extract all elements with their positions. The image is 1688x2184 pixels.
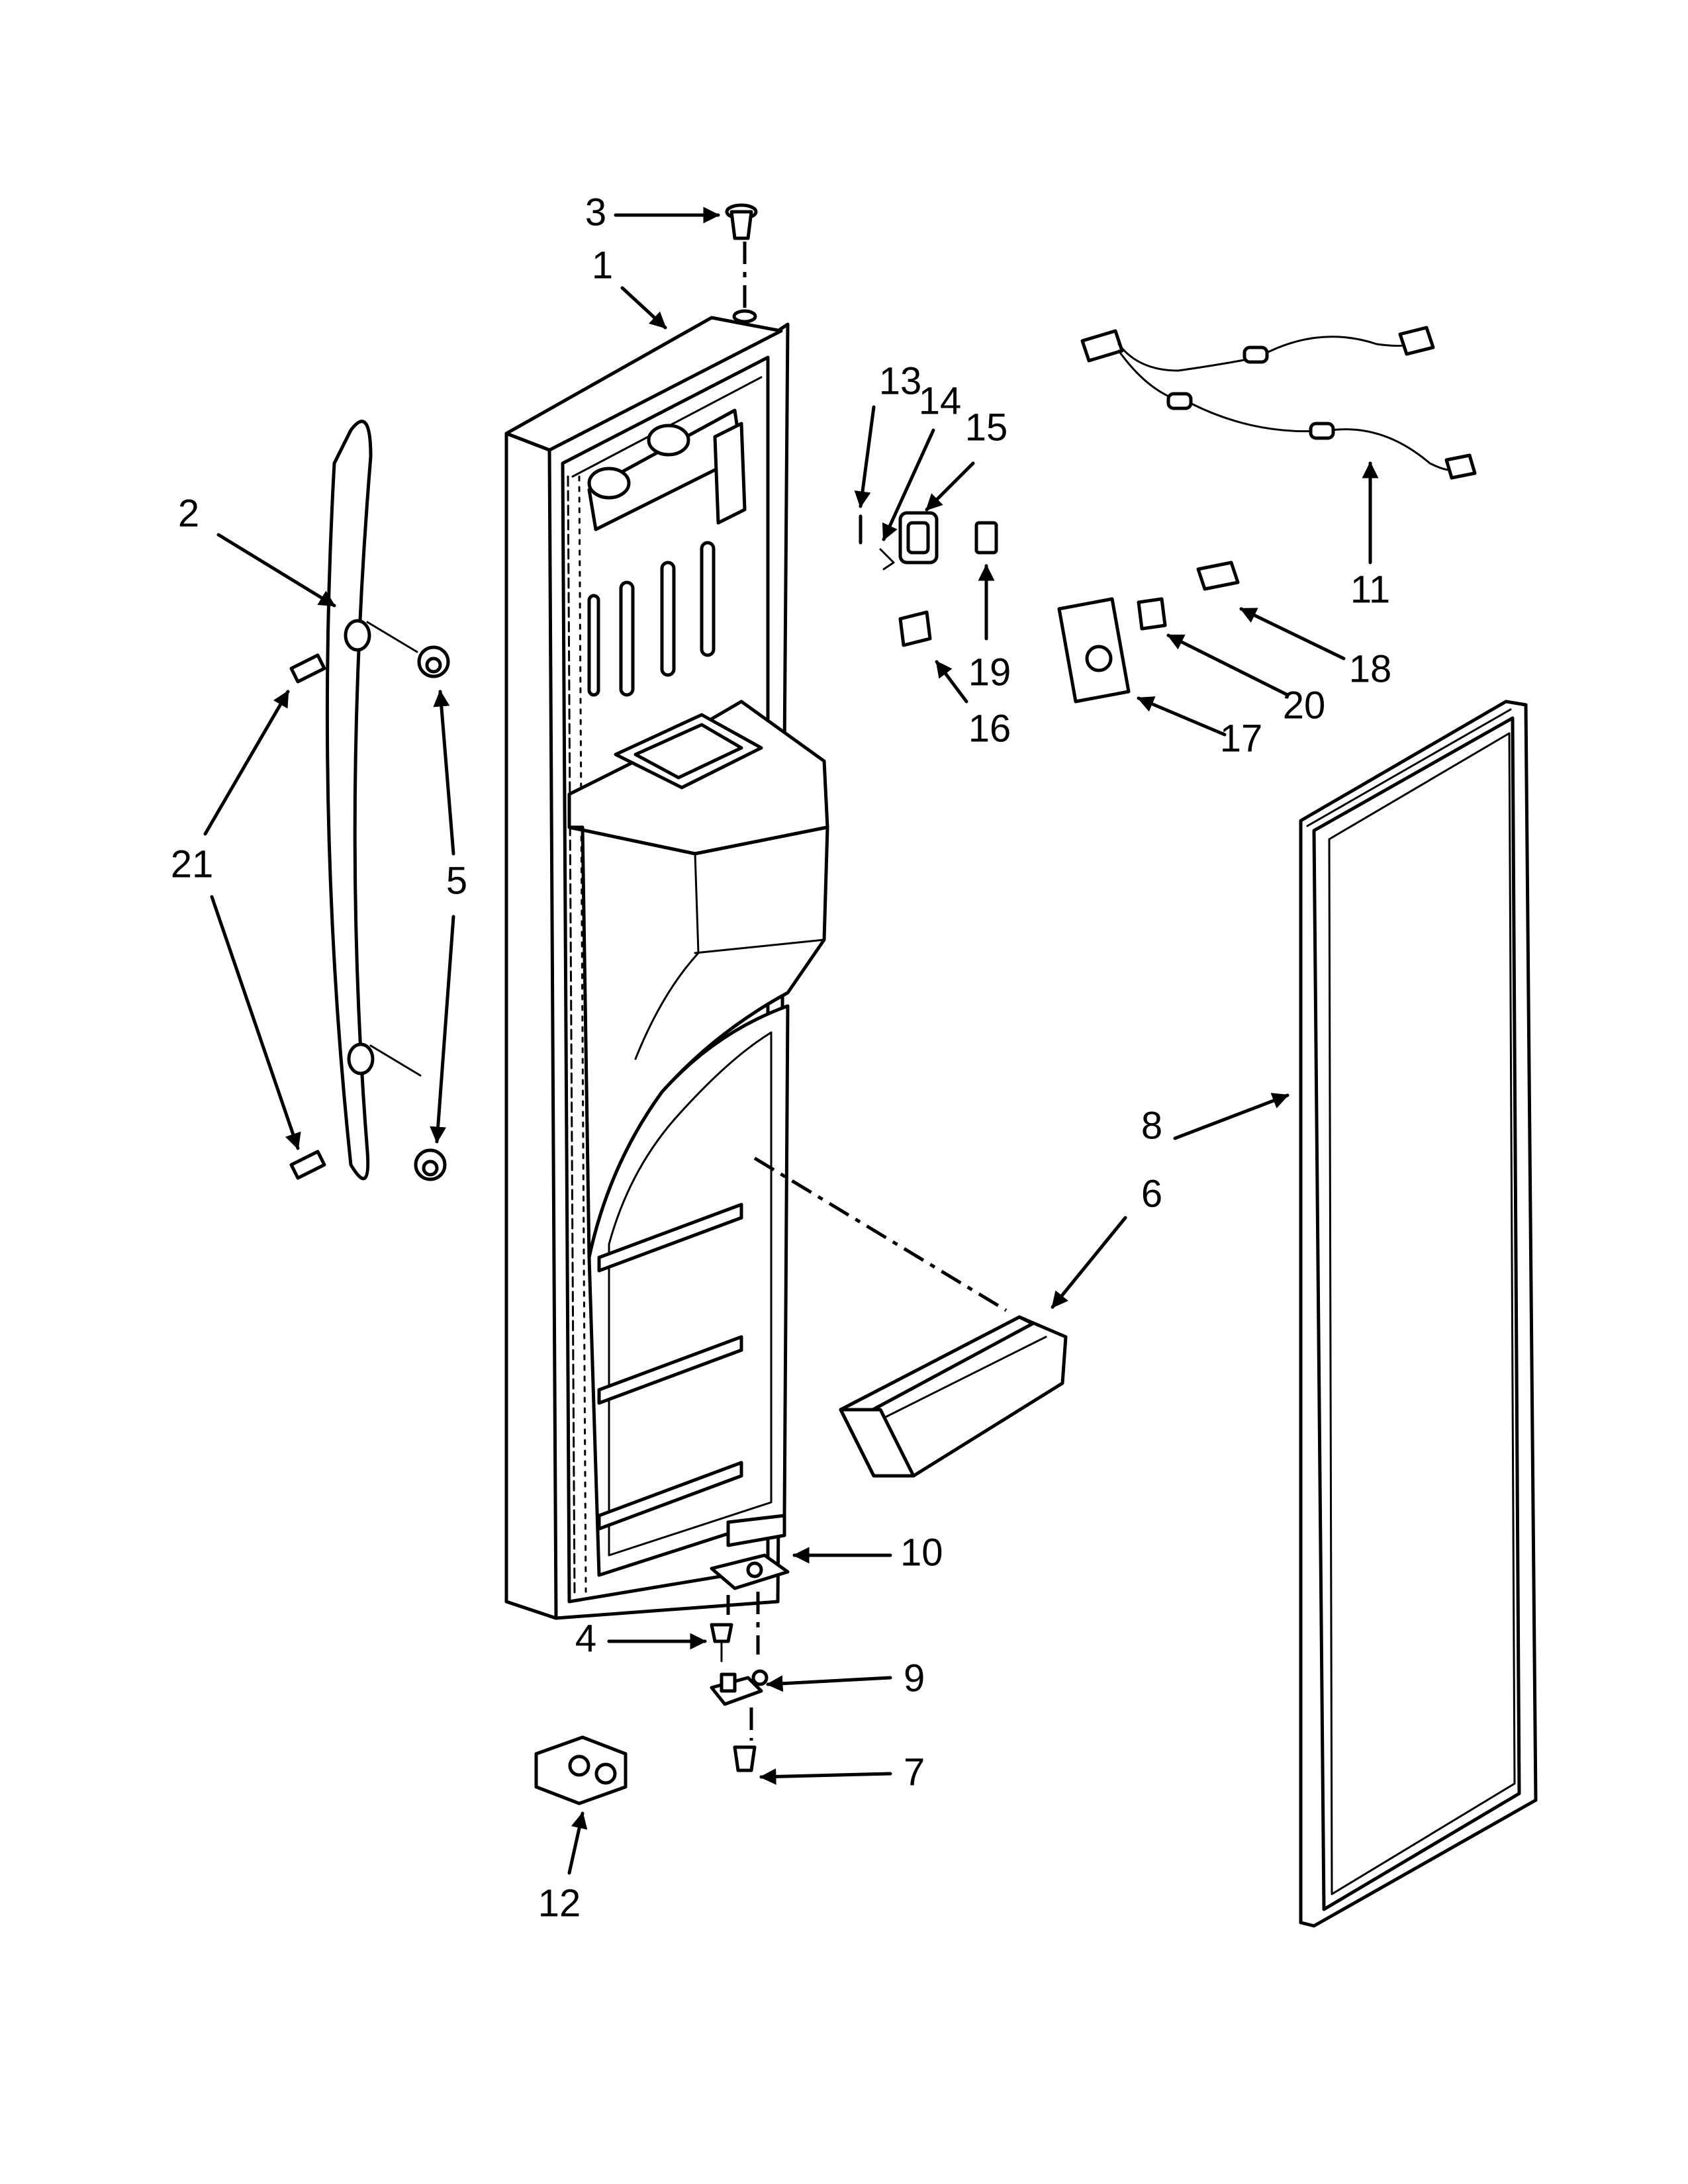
callout-19: 19 (968, 651, 1011, 694)
callout-10: 10 (900, 1531, 943, 1574)
callout-20: 20 (1283, 684, 1326, 727)
callout-2: 2 (178, 492, 199, 535)
door-bin (753, 1156, 1068, 1478)
leader-arrows (203, 206, 1379, 1875)
callout-18: 18 (1349, 647, 1392, 690)
callout-12: 12 (538, 1882, 581, 1925)
wire-harness (1080, 326, 1477, 480)
callout-16: 16 (968, 707, 1011, 750)
callout-6: 6 (1141, 1172, 1162, 1215)
callout-8: 8 (1141, 1104, 1162, 1147)
callout-15: 15 (965, 406, 1008, 449)
callout-17: 17 (1220, 717, 1263, 760)
callout-5: 5 (446, 859, 467, 902)
callout-7: 7 (904, 1751, 925, 1794)
callout-4: 4 (575, 1617, 596, 1660)
callout-labels: 3 1 2 21 5 13 14 15 11 19 16 18 20 17 6 … (171, 191, 1392, 1925)
hinge-bushing (725, 203, 758, 324)
lower-hinge-parts (534, 1553, 790, 1805)
door-assembly (504, 316, 829, 1620)
callout-3: 3 (585, 191, 606, 234)
door-gasket (1299, 700, 1538, 1928)
door-handle (289, 420, 450, 1181)
callout-11: 11 (1350, 568, 1390, 611)
callout-14: 14 (919, 379, 962, 422)
callout-13: 13 (879, 359, 922, 402)
switch-components (859, 511, 1240, 704)
callout-9: 9 (904, 1657, 925, 1700)
callout-1: 1 (592, 244, 613, 287)
callout-21: 21 (171, 842, 214, 886)
